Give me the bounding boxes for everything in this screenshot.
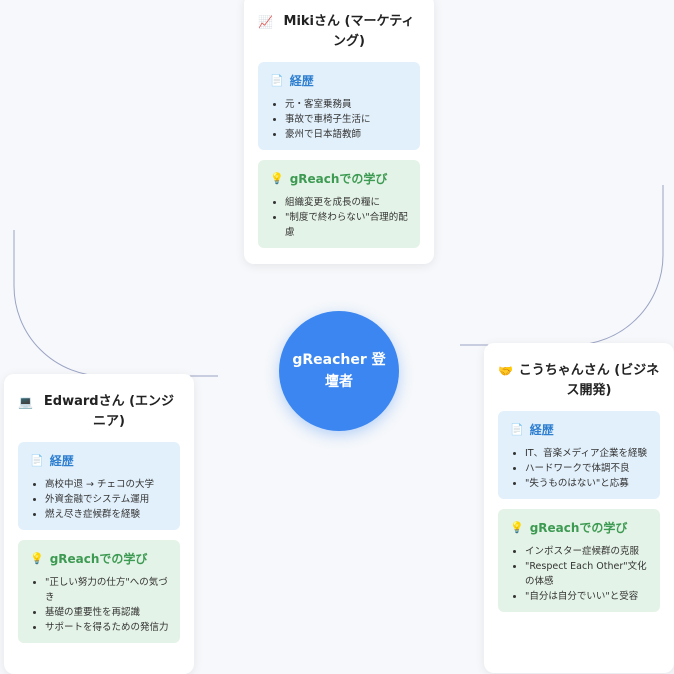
speaker-name: Edwardさん (エンジニア) xyxy=(43,394,175,429)
document-icon: 📄 xyxy=(510,423,524,436)
list-item: サポートを得るための発信力 xyxy=(45,620,170,635)
learning-list: "正しい努力の仕方"への気づき 基礎の重要性を再認識 サポートを得るための発信力 xyxy=(30,575,170,635)
list-item: "正しい努力の仕方"への気づき xyxy=(45,575,170,605)
document-icon: 📄 xyxy=(30,454,44,467)
career-list: 元・客室乗務員 事故で車椅子生活に 豪州で日本語教師 xyxy=(270,97,410,142)
lightbulb-icon: 💡 xyxy=(30,552,44,565)
learning-section: 💡 gReachでの学び 組織変更を成長の糧に "制度で終わらない"合理的配慮 xyxy=(258,160,420,248)
speaker-title: 🤝 こうちゃんさん (ビジネス開発) xyxy=(498,361,660,401)
document-icon: 📄 xyxy=(270,74,284,87)
list-item: インポスター症候群の克服 xyxy=(525,544,650,559)
list-item: 燃え尽き症候群を経験 xyxy=(45,507,170,522)
list-item: "自分は自分でいい"と受容 xyxy=(525,589,650,604)
learning-list: インポスター症候群の克服 "Respect Each Other"文化の体感 "… xyxy=(510,544,650,604)
speaker-card-miki: 📈 Mikiさん (マーケティング) 📄 経歴 元・客室乗務員 事故で車椅子生活… xyxy=(244,0,434,264)
speaker-title: 💻 Edwardさん (エンジニア) xyxy=(18,392,180,432)
lightbulb-icon: 💡 xyxy=(270,172,284,185)
learning-heading: gReachでの学び xyxy=(289,172,388,186)
speaker-card-edward: 💻 Edwardさん (エンジニア) 📄 経歴 高校中退 → チェコの大学 外資… xyxy=(4,374,194,674)
list-item: ハードワークで体調不良 xyxy=(525,461,650,476)
learning-list: 組織変更を成長の糧に "制度で終わらない"合理的配慮 xyxy=(270,195,410,240)
career-list: IT、音楽メディア企業を経験 ハードワークで体調不良 "失うものはない"と応募 xyxy=(510,446,650,491)
hub-circle[interactable]: gReacher 登壇者 xyxy=(279,311,399,431)
handshake-icon: 🤝 xyxy=(498,364,513,378)
chart-increasing-icon: 📈 xyxy=(258,15,273,29)
connector-left xyxy=(13,230,218,377)
list-item: "失うものはない"と応募 xyxy=(525,476,650,491)
list-item: "制度で終わらない"合理的配慮 xyxy=(285,210,410,240)
speaker-name: こうちゃんさん (ビジネス開発) xyxy=(518,363,660,398)
learning-section: 💡 gReachでの学び "正しい努力の仕方"への気づき 基礎の重要性を再認識 … xyxy=(18,540,180,643)
speaker-title: 📈 Mikiさん (マーケティング) xyxy=(258,12,420,52)
list-item: IT、音楽メディア企業を経験 xyxy=(525,446,650,461)
career-heading: 経歴 xyxy=(49,454,74,468)
list-item: 高校中退 → チェコの大学 xyxy=(45,477,170,492)
connector-right xyxy=(460,185,664,346)
list-item: 基礎の重要性を再認識 xyxy=(45,605,170,620)
list-item: 組織変更を成長の糧に xyxy=(285,195,410,210)
list-item: 外資金融でシステム運用 xyxy=(45,492,170,507)
list-item: 元・客室乗務員 xyxy=(285,97,410,112)
hub-label: gReacher 登壇者 xyxy=(292,352,386,390)
career-list: 高校中退 → チェコの大学 外資金融でシステム運用 燃え尽き症候群を経験 xyxy=(30,477,170,522)
list-item: "Respect Each Other"文化の体感 xyxy=(525,559,650,589)
laptop-icon: 💻 xyxy=(18,395,33,409)
learning-section: 💡 gReachでの学び インポスター症候群の克服 "Respect Each … xyxy=(498,509,660,612)
career-heading: 経歴 xyxy=(289,74,314,88)
learning-heading: gReachでの学び xyxy=(529,521,628,535)
career-section: 📄 経歴 IT、音楽メディア企業を経験 ハードワークで体調不良 "失うものはない… xyxy=(498,411,660,499)
learning-heading: gReachでの学び xyxy=(49,552,148,566)
lightbulb-icon: 💡 xyxy=(510,521,524,534)
speaker-card-kou: 🤝 こうちゃんさん (ビジネス開発) 📄 経歴 IT、音楽メディア企業を経験 ハ… xyxy=(484,343,674,673)
career-section: 📄 経歴 高校中退 → チェコの大学 外資金融でシステム運用 燃え尽き症候群を経… xyxy=(18,442,180,530)
career-section: 📄 経歴 元・客室乗務員 事故で車椅子生活に 豪州で日本語教師 xyxy=(258,62,420,150)
speaker-name: Mikiさん (マーケティング) xyxy=(283,14,415,49)
list-item: 事故で車椅子生活に xyxy=(285,112,410,127)
career-heading: 経歴 xyxy=(529,423,554,437)
list-item: 豪州で日本語教師 xyxy=(285,127,410,142)
